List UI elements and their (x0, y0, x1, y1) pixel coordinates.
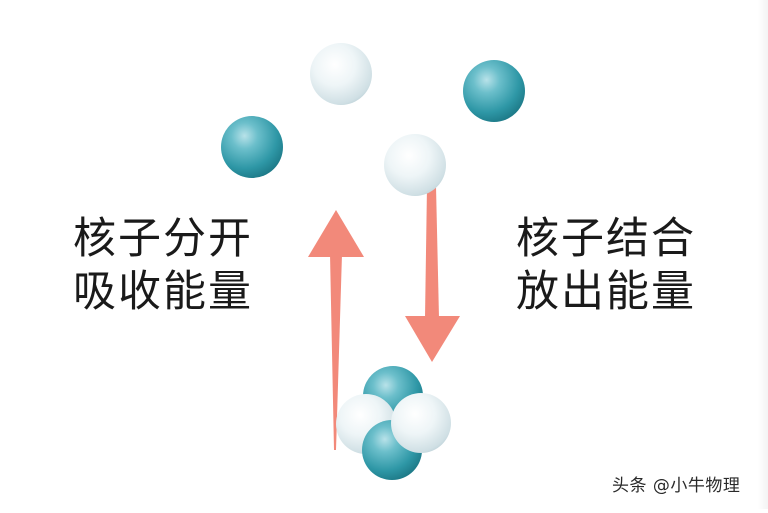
up-arrow-icon (308, 210, 364, 450)
separation-label-line1: 核子分开 (73, 214, 253, 264)
separation-label-line2: 吸收能量 (73, 267, 253, 317)
watermark: 头条 @小牛物理 (612, 476, 741, 496)
proton-ball (310, 43, 372, 105)
proton-ball (384, 134, 446, 196)
down-arrow-icon (405, 186, 460, 362)
neutron-ball (221, 116, 283, 178)
edge-strip (758, 0, 768, 509)
binding-label-line2: 放出能量 (516, 267, 696, 317)
neutron-ball (463, 60, 525, 122)
nucleus-cluster (336, 366, 451, 480)
binding-label: 核子结合 放出能量 (516, 213, 696, 319)
proton-ball (391, 393, 451, 453)
free-nucleons (221, 43, 525, 178)
binding-label-line1: 核子结合 (516, 214, 696, 264)
separation-label: 核子分开 吸收能量 (73, 213, 253, 319)
